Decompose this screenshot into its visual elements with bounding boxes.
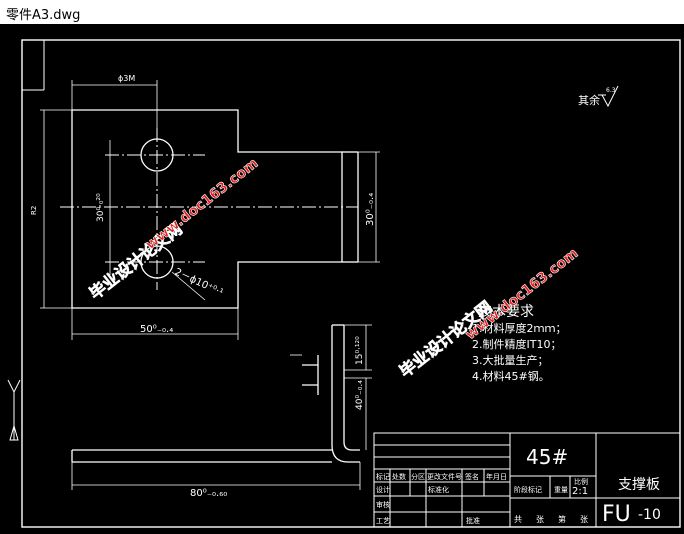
tb-header-4: 签名 [465,472,479,481]
dimension-lines [40,80,380,340]
dim-side-15: 15⁰·¹²⁰ [355,336,365,365]
title-drawing-no-suffix: -10 [638,507,661,523]
drawing-svg: ϕ3M R2 30⁰·₀²⁰ 50⁰₋₀.₄ 30⁰₋₀.₄ 2－ϕ10⁺⁰·¹… [7,39,681,528]
tb-ratio: 比例 [574,477,588,486]
tb-approve: 批准 [466,516,480,525]
cad-drawing-canvas[interactable]: ϕ3M R2 30⁰·₀²⁰ 50⁰₋₀.₄ 30⁰₋₀.₄ 2－ϕ10⁺⁰·¹… [0,24,684,529]
side-dimension-lines [71,324,372,490]
tb-bottom-0: 共 [514,515,522,524]
view-arrow-icon [7,379,21,441]
window-title: 零件A3.dwg [6,8,81,23]
tb-header-1: 处数 [392,472,406,481]
tech-req-item-4: 4.材料45#钢。 [472,369,550,383]
dim-holes: 2－ϕ10⁺⁰·¹ [173,267,225,299]
dim-height-30: 30⁰₋₀.₄ [365,193,376,226]
tech-req-item-3: 3.大批量生产； [472,353,549,367]
tb-header-3: 更改文件号 [427,472,462,481]
tb-weight: 重量 [554,486,568,494]
tb-header-2: 分区 [411,472,425,481]
dim-side-40: 40⁰₋₀.₄ [355,380,365,410]
tb-design: 设计 [376,485,390,494]
tech-req-item-1: 1.材料厚度2ｍｍ； [472,321,567,335]
title-material: 45# [526,445,568,469]
dim-top: ϕ3M [118,74,135,83]
dim-width-50: 50⁰₋₀.₄ [140,324,173,335]
tb-standard: 标准化 [428,485,449,494]
title-block-grid [373,432,681,528]
tb-process: 工艺 [376,517,390,525]
dim-bottom-80: 80⁰₋₀.₆₀ [190,488,227,499]
title-part-name: 支撑板 [618,477,660,493]
tb-bottom-1: 张 [536,515,544,524]
roughness-symbol-icon [598,85,619,108]
tb-header-0: 标记 [376,472,390,481]
title-scale: 2:1 [572,486,588,497]
tb-bottom-3: 张 [580,515,588,524]
roughness-label: 其余 [578,93,600,107]
drawing-frame-outer [21,39,681,528]
tb-stage: 阶段标记 [514,485,542,494]
roughness-value: 6.3 [606,87,616,94]
dim-hole-spacing: 30⁰·₀²⁰ [96,193,106,222]
window-titlebar: 零件A3.dwg [0,0,684,25]
tech-req-heading: 技术要求 [478,304,534,320]
hole-bottom [140,245,174,279]
tech-req-item-2: 2.制件精度IT10； [472,337,561,351]
tb-header-5: 年月日 [486,472,507,481]
tb-bottom-2: 第 [558,514,566,524]
side-view-outline [71,324,360,463]
hole-top [140,138,174,172]
tb-check: 审核 [376,500,390,509]
dim-left-small: R2 [30,206,38,215]
title-drawing-no: FU [602,502,631,527]
